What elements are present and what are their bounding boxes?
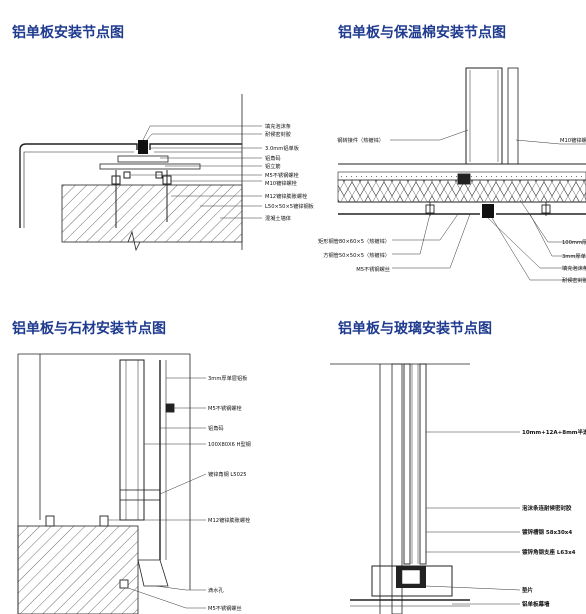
label-shim: 垫片 <box>522 586 534 594</box>
label-steel-angle: L50×50×5镀锌钢板 <box>265 202 315 210</box>
label-aluminum-panel: 3.0mm铝单板 <box>265 144 300 152</box>
sealant-joint-2 <box>482 204 494 218</box>
label-weather-sealant-2: 耐候密封胶 <box>562 276 586 284</box>
label-m12-expansion-bolt-3: M12镀锌膨胀螺栓 <box>208 516 251 524</box>
label-channel-steel: 镀锌槽钢 58x30x4 <box>522 528 572 536</box>
glass-pane-inner <box>419 363 427 565</box>
aluminum-panel-left <box>19 143 138 228</box>
label-h-steel: 100X80X6 H型钢 <box>208 440 251 448</box>
label-aluminum-stiffener: 铝立筋 <box>265 162 281 170</box>
label-aluminum-panel-3: 3mm厚单层铝板 <box>208 374 248 382</box>
panel-title-aluminum-panel-node: 铝单板安装节点图 <box>12 25 124 41</box>
diagram-aluminum-panel-node: 填充泡沫条 耐候密封胶 3.0mm铝单板 铝角码 铝立筋 M5不锈钢螺栓 M10… <box>19 94 315 252</box>
panel-title-aluminum-stone-node: 铝单板与石材安装节点图 <box>12 321 166 337</box>
label-m5-screw-3: M5不锈钢螺丝 <box>208 604 242 612</box>
label-galvanized-angle: 镀锌角钢 L5025 <box>208 470 247 478</box>
diagram-aluminum-insulation-node: 钢转接件（热镀锌） M10镀锌螺栓 矩形钢管80×60×5（热镀锌） 方钢管50… <box>318 67 586 284</box>
label-aluminum-curtain-wall: 铝单板幕墙 <box>522 600 550 608</box>
concrete-wall <box>61 184 243 243</box>
panel-title-aluminum-insulation-node: 铝单板与保温棉安装节点图 <box>338 25 506 41</box>
label-square-steel-tube: 方钢管50×50×5（热镀锌） <box>323 251 390 259</box>
diagram-aluminum-glass-node: 10mm+12A+8mm半透明 泡沫条连耐候密封胶 镀锌槽钢 58x30x4 镀… <box>330 363 586 614</box>
label-m10-bolt: M10镀锌螺栓 <box>265 179 298 187</box>
label-m12-expansion-bolt: M12镀锌膨胀螺栓 <box>265 192 308 200</box>
label-m5-bolt: M5不锈钢螺栓 <box>265 171 300 179</box>
label-m5-screw: M5不锈钢螺丝 <box>356 265 390 273</box>
label-foam-strip: 填充泡沫条 <box>265 122 291 130</box>
label-insulation: 100mm厚保温棉 <box>562 238 586 246</box>
label-weather-sealant: 耐候密封胶 <box>265 130 291 138</box>
label-glass-spec: 10mm+12A+8mm半透明 <box>522 428 586 436</box>
label-aluminum-angle-3: 铝角码 <box>208 424 224 432</box>
label-aluminum-angle: 铝角码 <box>265 154 281 162</box>
diagram-aluminum-stone-node: 3mm厚单层铝板 M5不锈钢螺栓 铝角码 100X80X6 H型钢 镀锌角钢 L… <box>17 353 251 614</box>
label-rect-steel-tube: 矩形钢管80×60×5（热镀锌） <box>318 237 390 245</box>
label-drip-hole: 滴水孔 <box>208 586 224 594</box>
label-concrete-wall: 混凝土墙体 <box>265 214 292 222</box>
stone-panel <box>17 525 139 614</box>
sealant-joint <box>138 140 148 154</box>
panel-title-aluminum-glass-node: 铝单板与玻璃安装节点图 <box>338 321 492 337</box>
label-m10-bolt-2: M10镀锌螺栓 <box>560 136 586 144</box>
rectangular-steel-tube <box>465 67 503 165</box>
aluminum-panel-right <box>149 143 242 150</box>
label-m5-bolt-3: M5不锈钢螺栓 <box>208 404 243 412</box>
label-angle-support: 镀锌角钢支座 L63x4 <box>522 548 576 556</box>
label-steel-connector: 钢转接件（热镀锌） <box>337 136 384 144</box>
h-steel-beam <box>119 359 145 521</box>
label-aluminum-panel-2: 3mm厚单层铝板 <box>562 252 586 260</box>
label-foam-sealant: 泡沫条连耐候密封胶 <box>522 504 572 512</box>
label-foam-strip-2: 填充泡沫条 <box>562 264 586 272</box>
glass-pane-outer <box>403 363 411 565</box>
